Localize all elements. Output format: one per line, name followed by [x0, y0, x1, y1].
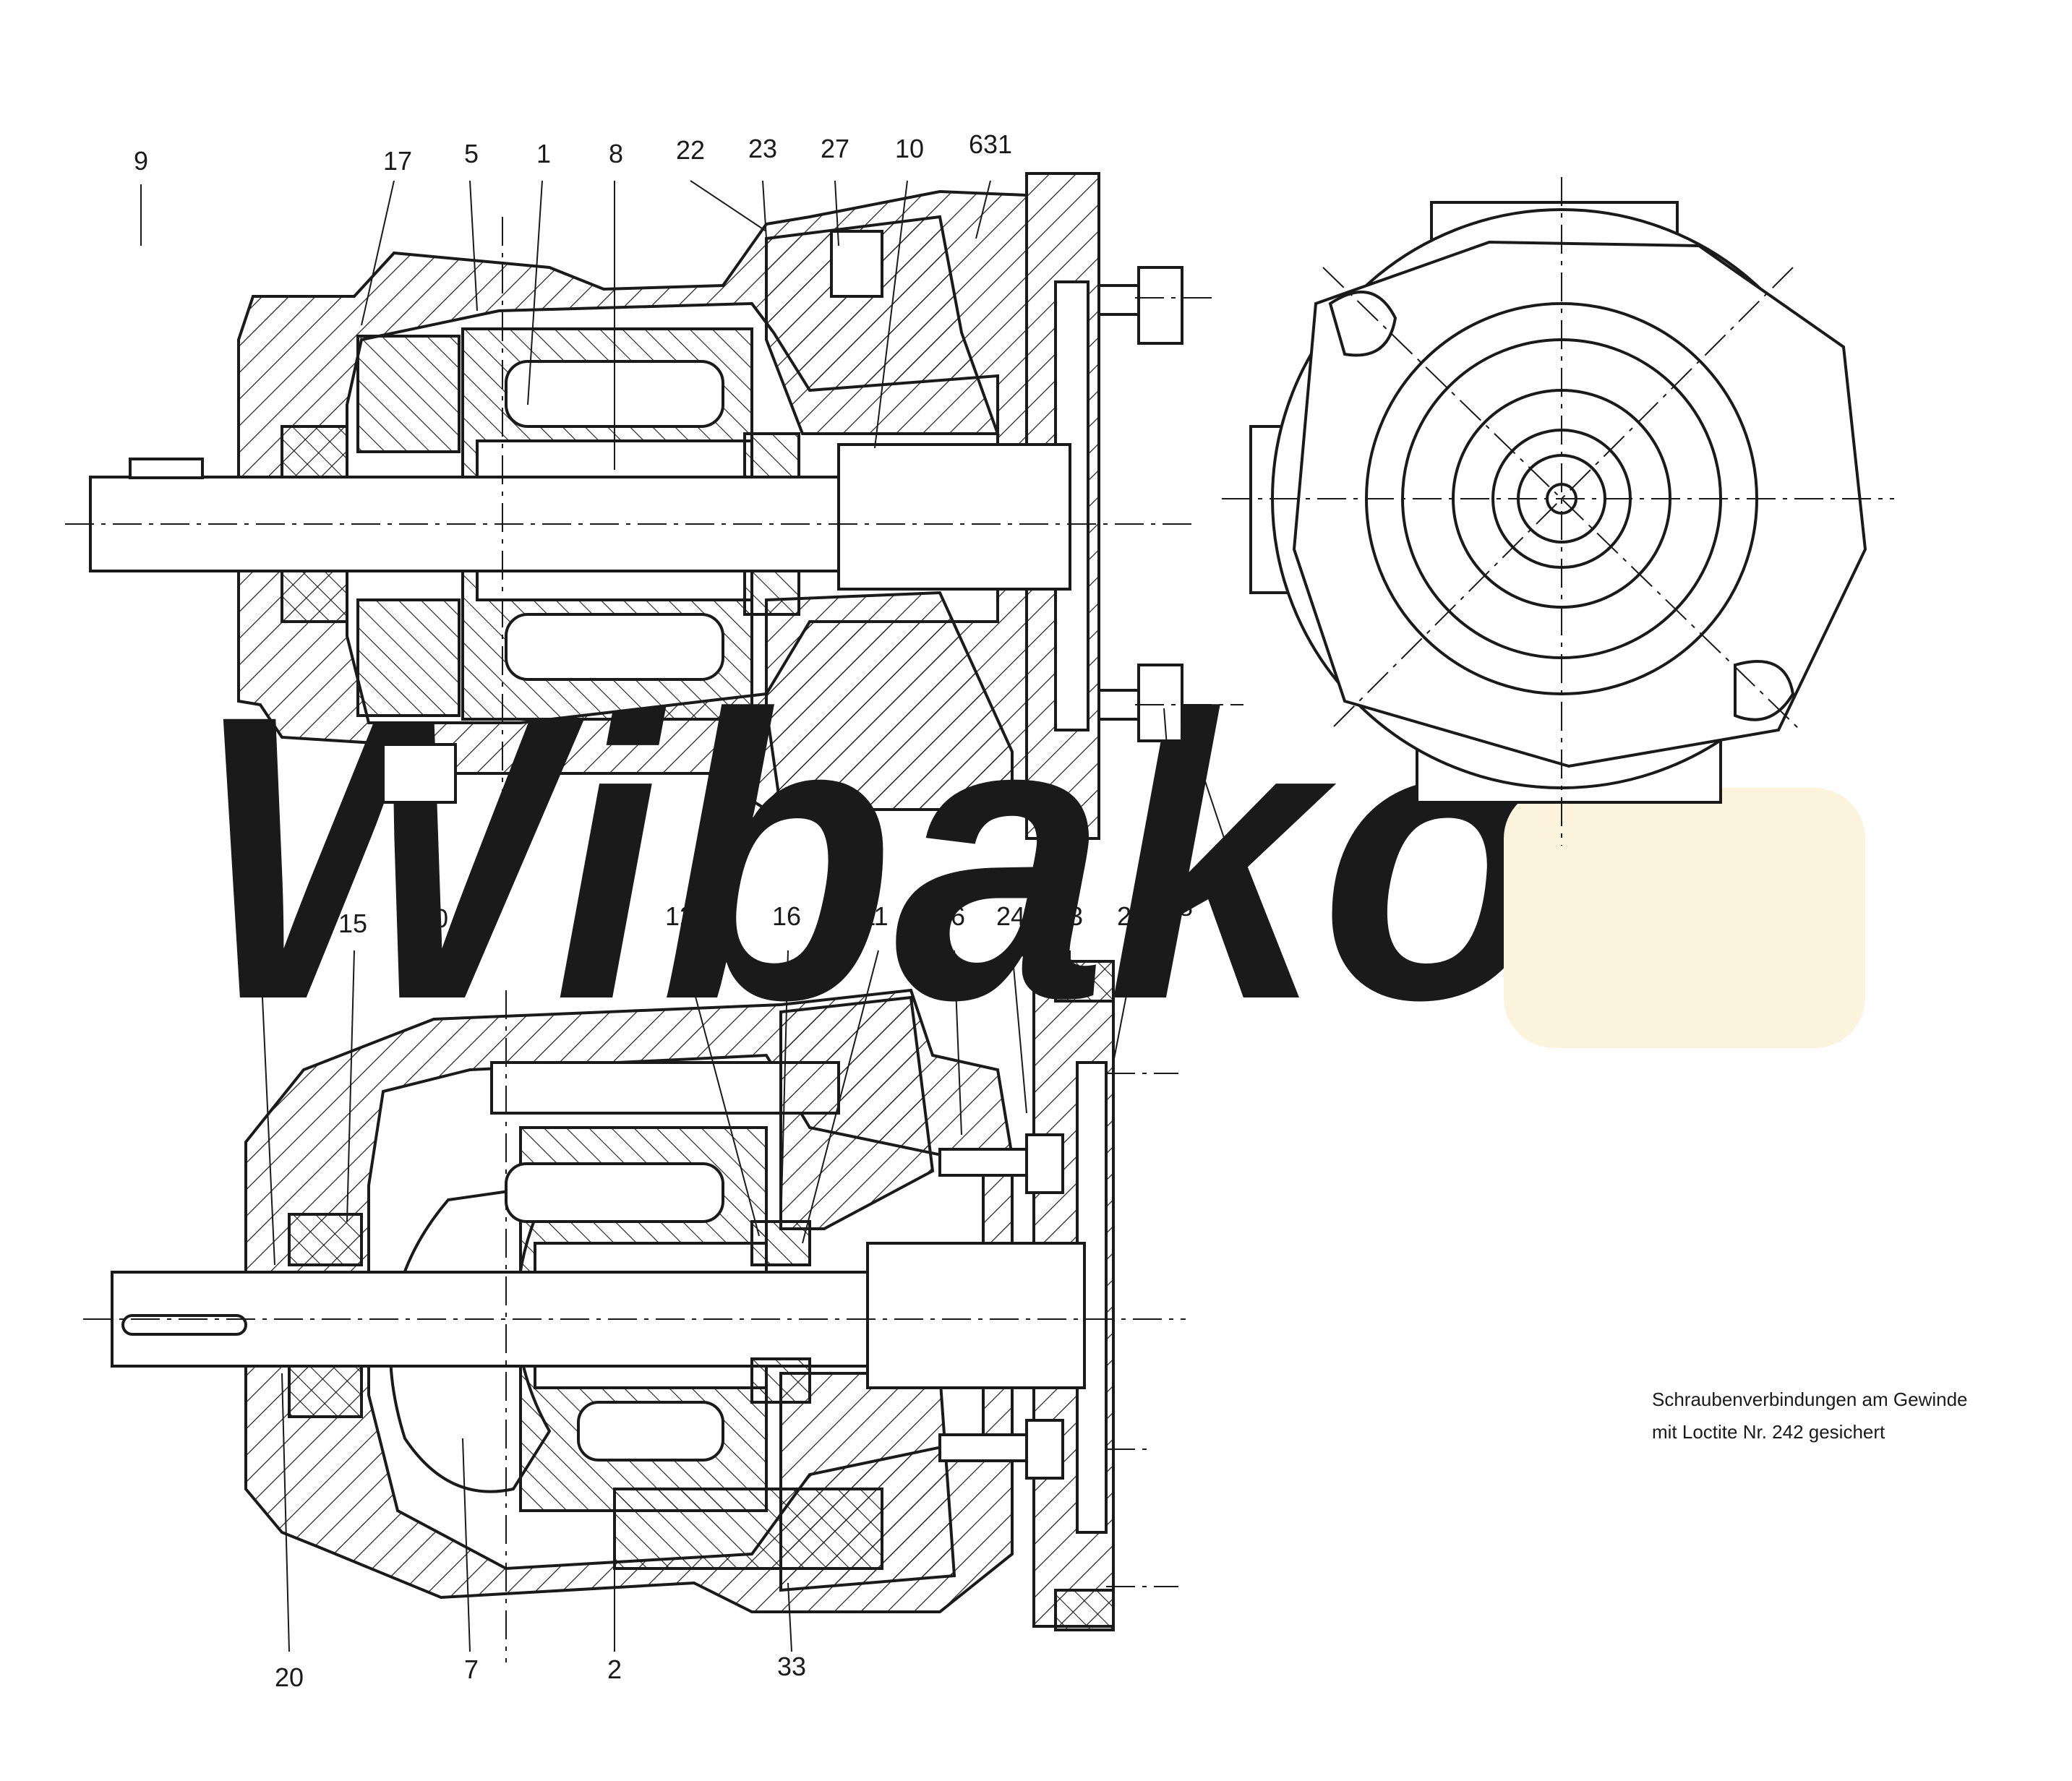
callout-13: 13 — [1054, 901, 1083, 931]
bottom-port-block — [779, 995, 935, 1230]
callout-26: 26 — [936, 901, 965, 931]
bottom-lower-piston — [577, 1401, 724, 1462]
top-lower-bolt-head — [1137, 664, 1183, 742]
watermark-tractor-badge — [1504, 788, 1865, 1048]
top-rear-bearing-upper — [743, 432, 800, 478]
bottom-rear-bearing-lower — [750, 1357, 811, 1404]
top-swash-plate — [356, 335, 461, 453]
top-lower-piston — [505, 613, 724, 681]
callout-8: 8 — [609, 139, 623, 168]
bottom-lower-bolt — [938, 1433, 1035, 1462]
leader-lines — [140, 180, 1244, 1652]
note-line-1: Schraubenverbindungen am Gewinde — [1652, 1389, 1968, 1410]
top-shaft-key — [129, 458, 204, 479]
top-upper-bolt-head — [1137, 266, 1183, 345]
top-front-bearing-lower — [281, 570, 348, 623]
top-port-block — [765, 215, 1000, 435]
top-rear-bearing-lower — [743, 570, 800, 616]
callout-631: 631 — [969, 129, 1012, 159]
callout-28: 28 — [1164, 892, 1193, 922]
bottom-upper-bolt-head — [1025, 1133, 1064, 1194]
callout-16: 16 — [772, 901, 801, 931]
end-view-flange — [1292, 240, 1867, 768]
callout-15: 15 — [338, 909, 367, 938]
callout-23: 23 — [748, 134, 777, 163]
callout-36: 36 — [1229, 892, 1258, 922]
callout-24: 24 — [996, 901, 1025, 931]
callout-9: 9 — [134, 146, 148, 176]
bottom-centerlines — [83, 990, 1186, 1662]
note-line-2: mit Loctite Nr. 242 gesichert — [1652, 1421, 1885, 1443]
bottom-front-bearing-upper — [288, 1213, 363, 1266]
end-view-mount-hole-lower — [1734, 660, 1795, 721]
bottom-shaft-key — [121, 1314, 247, 1336]
callout-33: 33 — [777, 1652, 806, 1681]
bottom-lower-bolt-head — [1025, 1419, 1064, 1480]
callout-17: 17 — [383, 146, 412, 176]
callout-5: 5 — [464, 139, 479, 168]
bottom-port-block-lower — [779, 1372, 956, 1592]
top-bottom-plug — [382, 743, 457, 804]
bottom-front-bearing-lower — [288, 1365, 363, 1418]
bottom-shaft-spline-end — [866, 1242, 1086, 1389]
end-view-mount-hole-upper — [1328, 291, 1397, 357]
bottom-section-view — [111, 960, 1115, 1631]
top-port-block-lower — [765, 591, 1014, 811]
callout-20: 20 — [275, 1662, 304, 1692]
callout-7: 7 — [464, 1655, 479, 1684]
callout-2: 2 — [607, 1655, 622, 1684]
end-view-centerlines — [1222, 177, 1894, 846]
bottom-flange-top-lug — [1054, 960, 1115, 1003]
top-swash-plate-lower — [356, 598, 461, 717]
callout-25: 25 — [246, 912, 275, 942]
top-front-bearing-upper — [281, 425, 348, 478]
callout-11: 11 — [861, 901, 888, 931]
top-centerlines — [65, 217, 1243, 853]
bottom-rear-bearing-upper — [750, 1220, 811, 1266]
callout-10: 10 — [895, 134, 924, 163]
bottom-flange-bottom-lug — [1054, 1589, 1115, 1631]
callout-27: 27 — [821, 134, 849, 163]
top-shaft-spline-end — [837, 443, 1071, 591]
bottom-upper-bolt — [938, 1148, 1035, 1177]
callout-12: 12 — [665, 901, 694, 931]
callout-22: 22 — [676, 135, 705, 165]
top-drain-plug — [830, 230, 883, 298]
callout-21: 21 — [1117, 901, 1146, 931]
callout-30: 30 — [419, 904, 448, 933]
callout-1: 1 — [536, 139, 551, 168]
loctite-note: Schraubenverbindungen am Gewinde mit Loc… — [1652, 1389, 1968, 1443]
bottom-upper-piston — [505, 1162, 724, 1223]
